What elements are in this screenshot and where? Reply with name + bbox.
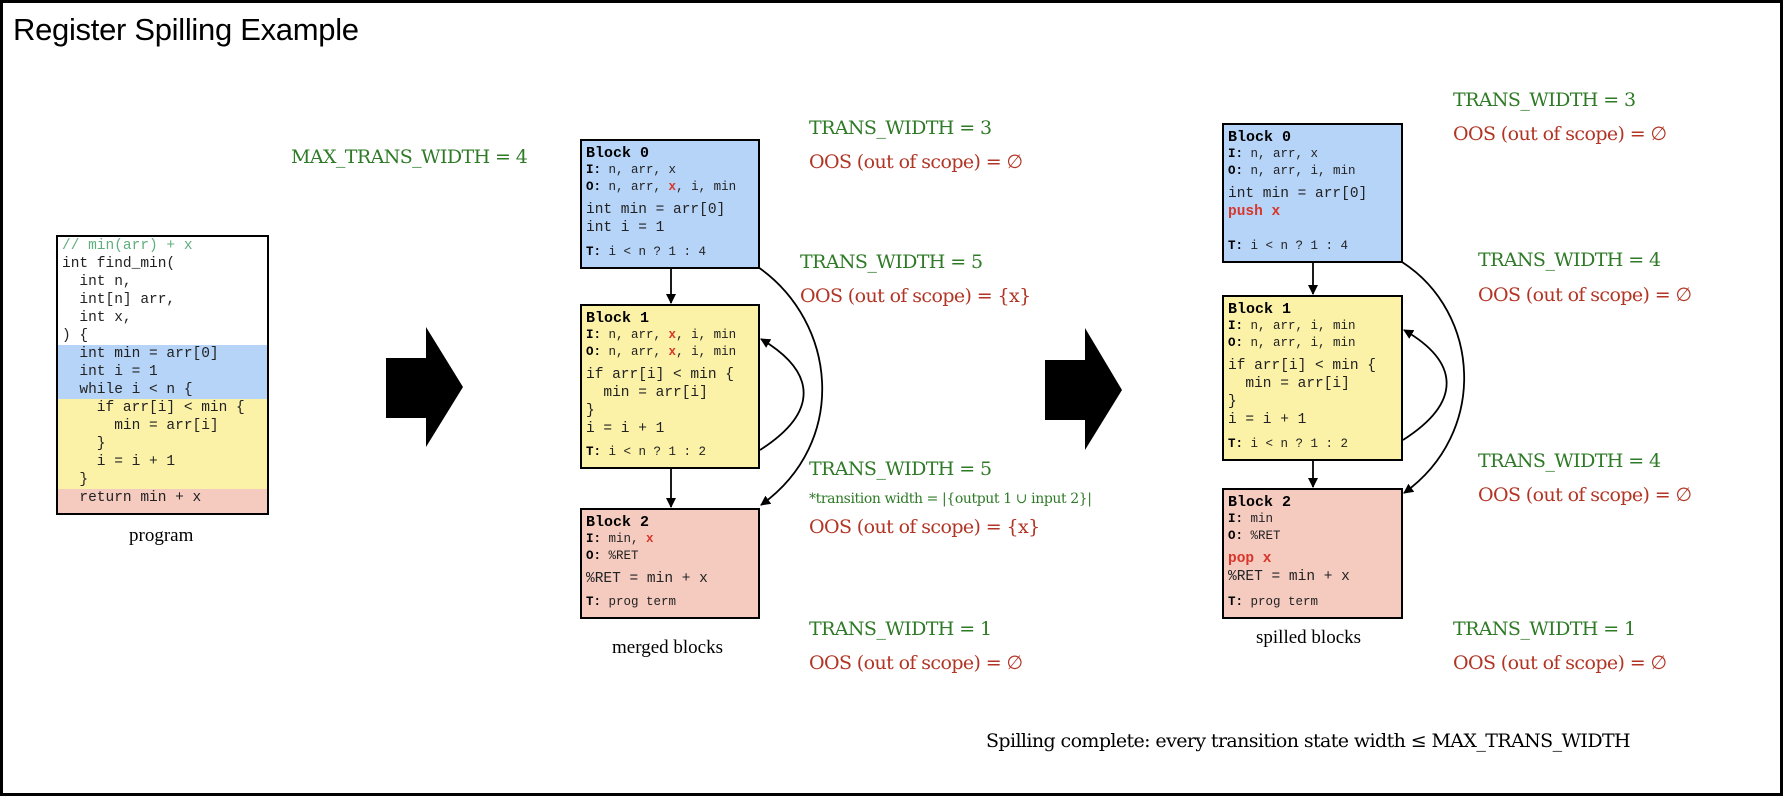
transform-arrow-icon	[386, 327, 463, 447]
block-inputs: I: n, arr, x	[586, 163, 677, 177]
block-code-line: }	[586, 403, 595, 419]
merged-oos-0: OOS (out of scope) = ∅	[809, 151, 1023, 173]
block-outputs: O: n, arr, x, i, min	[586, 180, 737, 194]
block-outputs: O: n, arr, i, min	[1228, 164, 1356, 178]
merged-block-2: Block 2 I: min, x O: %RET %RET = min + x…	[580, 508, 760, 619]
block-name: Block 1	[1228, 301, 1292, 318]
block-outputs: O: %RET	[1228, 529, 1281, 543]
program-listing: // min(arr) + x int find_min( int n, int…	[56, 235, 269, 515]
block-code-line: int min = arr[0]	[1228, 186, 1368, 202]
program-line-block1: i = i + 1	[58, 453, 267, 471]
merged-oos-2: OOS (out of scope) = {x}	[809, 516, 1040, 538]
spilled-oos-0: OOS (out of scope) = ∅	[1453, 123, 1667, 145]
block-code-line: i = i + 1	[1228, 412, 1307, 428]
block-code-line: i = i + 1	[586, 421, 665, 437]
max-trans-width-label: MAX_TRANS_WIDTH = 4	[291, 146, 528, 168]
conclusion-text: Spilling complete: every transition stat…	[986, 730, 1631, 752]
program-line-block0: int i = 1	[58, 363, 267, 381]
block-terminator: T: prog term	[1228, 595, 1319, 609]
merged-trans-width-2: TRANS_WIDTH = 5	[809, 458, 992, 480]
block-code-line: int i = 1	[586, 220, 665, 236]
spilled-trans-width-1: TRANS_WIDTH = 4	[1478, 249, 1661, 271]
edge-spilled-b1-loop	[1402, 329, 1448, 441]
block-terminator: T: i < n ? 1 : 2	[586, 445, 707, 459]
block-terminator: T: prog term	[586, 595, 677, 609]
merged-trans-width-1: TRANS_WIDTH = 5	[800, 251, 983, 273]
merged-block-1: Block 1 I: n, arr, x, i, min O: n, arr, …	[580, 304, 760, 469]
spill-pop-op: pop x	[1228, 551, 1272, 567]
merged-oos-1: OOS (out of scope) = {x}	[800, 285, 1031, 307]
program-line: int find_min(	[62, 256, 176, 272]
block-code-line: int min = arr[0]	[586, 202, 726, 218]
block-outputs: O: %RET	[586, 549, 639, 563]
block-inputs: I: min	[1228, 512, 1274, 526]
block-code-line: min = arr[i]	[586, 385, 708, 401]
edge-merged-b1-loop	[759, 338, 805, 451]
block-code-line: min = arr[i]	[1228, 376, 1350, 392]
spilled-oos-1: OOS (out of scope) = ∅	[1478, 284, 1692, 306]
program-line-block1: }	[58, 471, 267, 489]
program-line: // min(arr) + x	[62, 238, 193, 254]
program-line: int n,	[62, 274, 132, 290]
spilled-oos-2: OOS (out of scope) = ∅	[1478, 484, 1692, 506]
program-line-block0: while i < n {	[58, 381, 267, 399]
block-inputs: I: min, x	[586, 532, 654, 546]
block-code-line: if arr[i] < min {	[1228, 358, 1376, 374]
program-caption: program	[129, 525, 194, 546]
block-name: Block 0	[586, 145, 650, 162]
spilled-trans-width-0: TRANS_WIDTH = 3	[1453, 89, 1636, 111]
spilled-caption: spilled blocks	[1256, 627, 1362, 648]
oos-variable: x	[646, 532, 654, 546]
block-name: Block 0	[1228, 129, 1292, 146]
block-outputs: O: n, arr, i, min	[1228, 336, 1356, 350]
less-equal-symbol: ≤	[1410, 730, 1427, 752]
program-line-block1: }	[58, 435, 267, 453]
spilled-block-2: Block 2 I: min O: %RET pop x %RET = min …	[1222, 488, 1403, 619]
block-terminator: T: i < n ? 1 : 4	[1228, 239, 1349, 253]
edge-spilled-b0-b2	[1401, 261, 1466, 494]
block-code-line: %RET = min + x	[1228, 569, 1350, 585]
merged-caption: merged blocks	[612, 637, 723, 658]
edge-merged-b0-b2	[757, 266, 824, 506]
merged-trans-width-0: TRANS_WIDTH = 3	[809, 117, 992, 139]
merged-oos-3: OOS (out of scope) = ∅	[809, 652, 1023, 674]
program-line: int[n] arr,	[62, 292, 176, 308]
spilled-trans-width-3: TRANS_WIDTH = 1	[1453, 618, 1636, 640]
transition-width-note: *transition width = |{output 1 ∪ input 2…	[809, 491, 1092, 507]
program-line-block0: int min = arr[0]	[58, 345, 267, 363]
block-terminator: T: i < n ? 1 : 4	[586, 245, 707, 259]
merged-block-0: Block 0 I: n, arr, x O: n, arr, x, i, mi…	[580, 139, 760, 269]
page-title: Register Spilling Example	[13, 12, 359, 47]
block-name: Block 2	[1228, 494, 1292, 511]
transform-arrow-icon	[1045, 328, 1122, 450]
oos-variable: x	[668, 180, 677, 194]
block-name: Block 1	[586, 310, 650, 327]
program-line-block1: min = arr[i]	[58, 417, 267, 435]
block-name: Block 2	[586, 514, 650, 531]
edges-layer	[386, 261, 1466, 508]
spilled-trans-width-2: TRANS_WIDTH = 4	[1478, 450, 1661, 472]
spill-push-op: push x	[1228, 204, 1281, 220]
merged-trans-width-3: TRANS_WIDTH = 1	[809, 618, 992, 640]
spilled-block-0: Block 0 I: n, arr, x O: n, arr, i, min i…	[1222, 123, 1403, 263]
block-inputs: I: n, arr, x, i, min	[586, 328, 737, 342]
program-line: ) {	[62, 328, 89, 344]
program-line-block1: if arr[i] < min {	[58, 399, 267, 417]
block-outputs: O: n, arr, x, i, min	[586, 345, 737, 359]
program-line: int x,	[62, 310, 132, 326]
block-code-line: if arr[i] < min {	[586, 367, 734, 383]
block-code-line: %RET = min + x	[586, 571, 708, 587]
block-inputs: I: n, arr, x	[1228, 147, 1319, 161]
spilled-oos-3: OOS (out of scope) = ∅	[1453, 652, 1667, 674]
block-inputs: I: n, arr, i, min	[1228, 319, 1356, 333]
oos-variable: x	[668, 345, 677, 359]
oos-variable: x	[668, 328, 677, 342]
block-code-line: }	[1228, 394, 1237, 410]
program-line-block2: return min + x	[58, 489, 267, 513]
spilled-block-1: Block 1 I: n, arr, i, min O: n, arr, i, …	[1222, 295, 1403, 461]
block-terminator: T: i < n ? 1 : 2	[1228, 437, 1349, 451]
